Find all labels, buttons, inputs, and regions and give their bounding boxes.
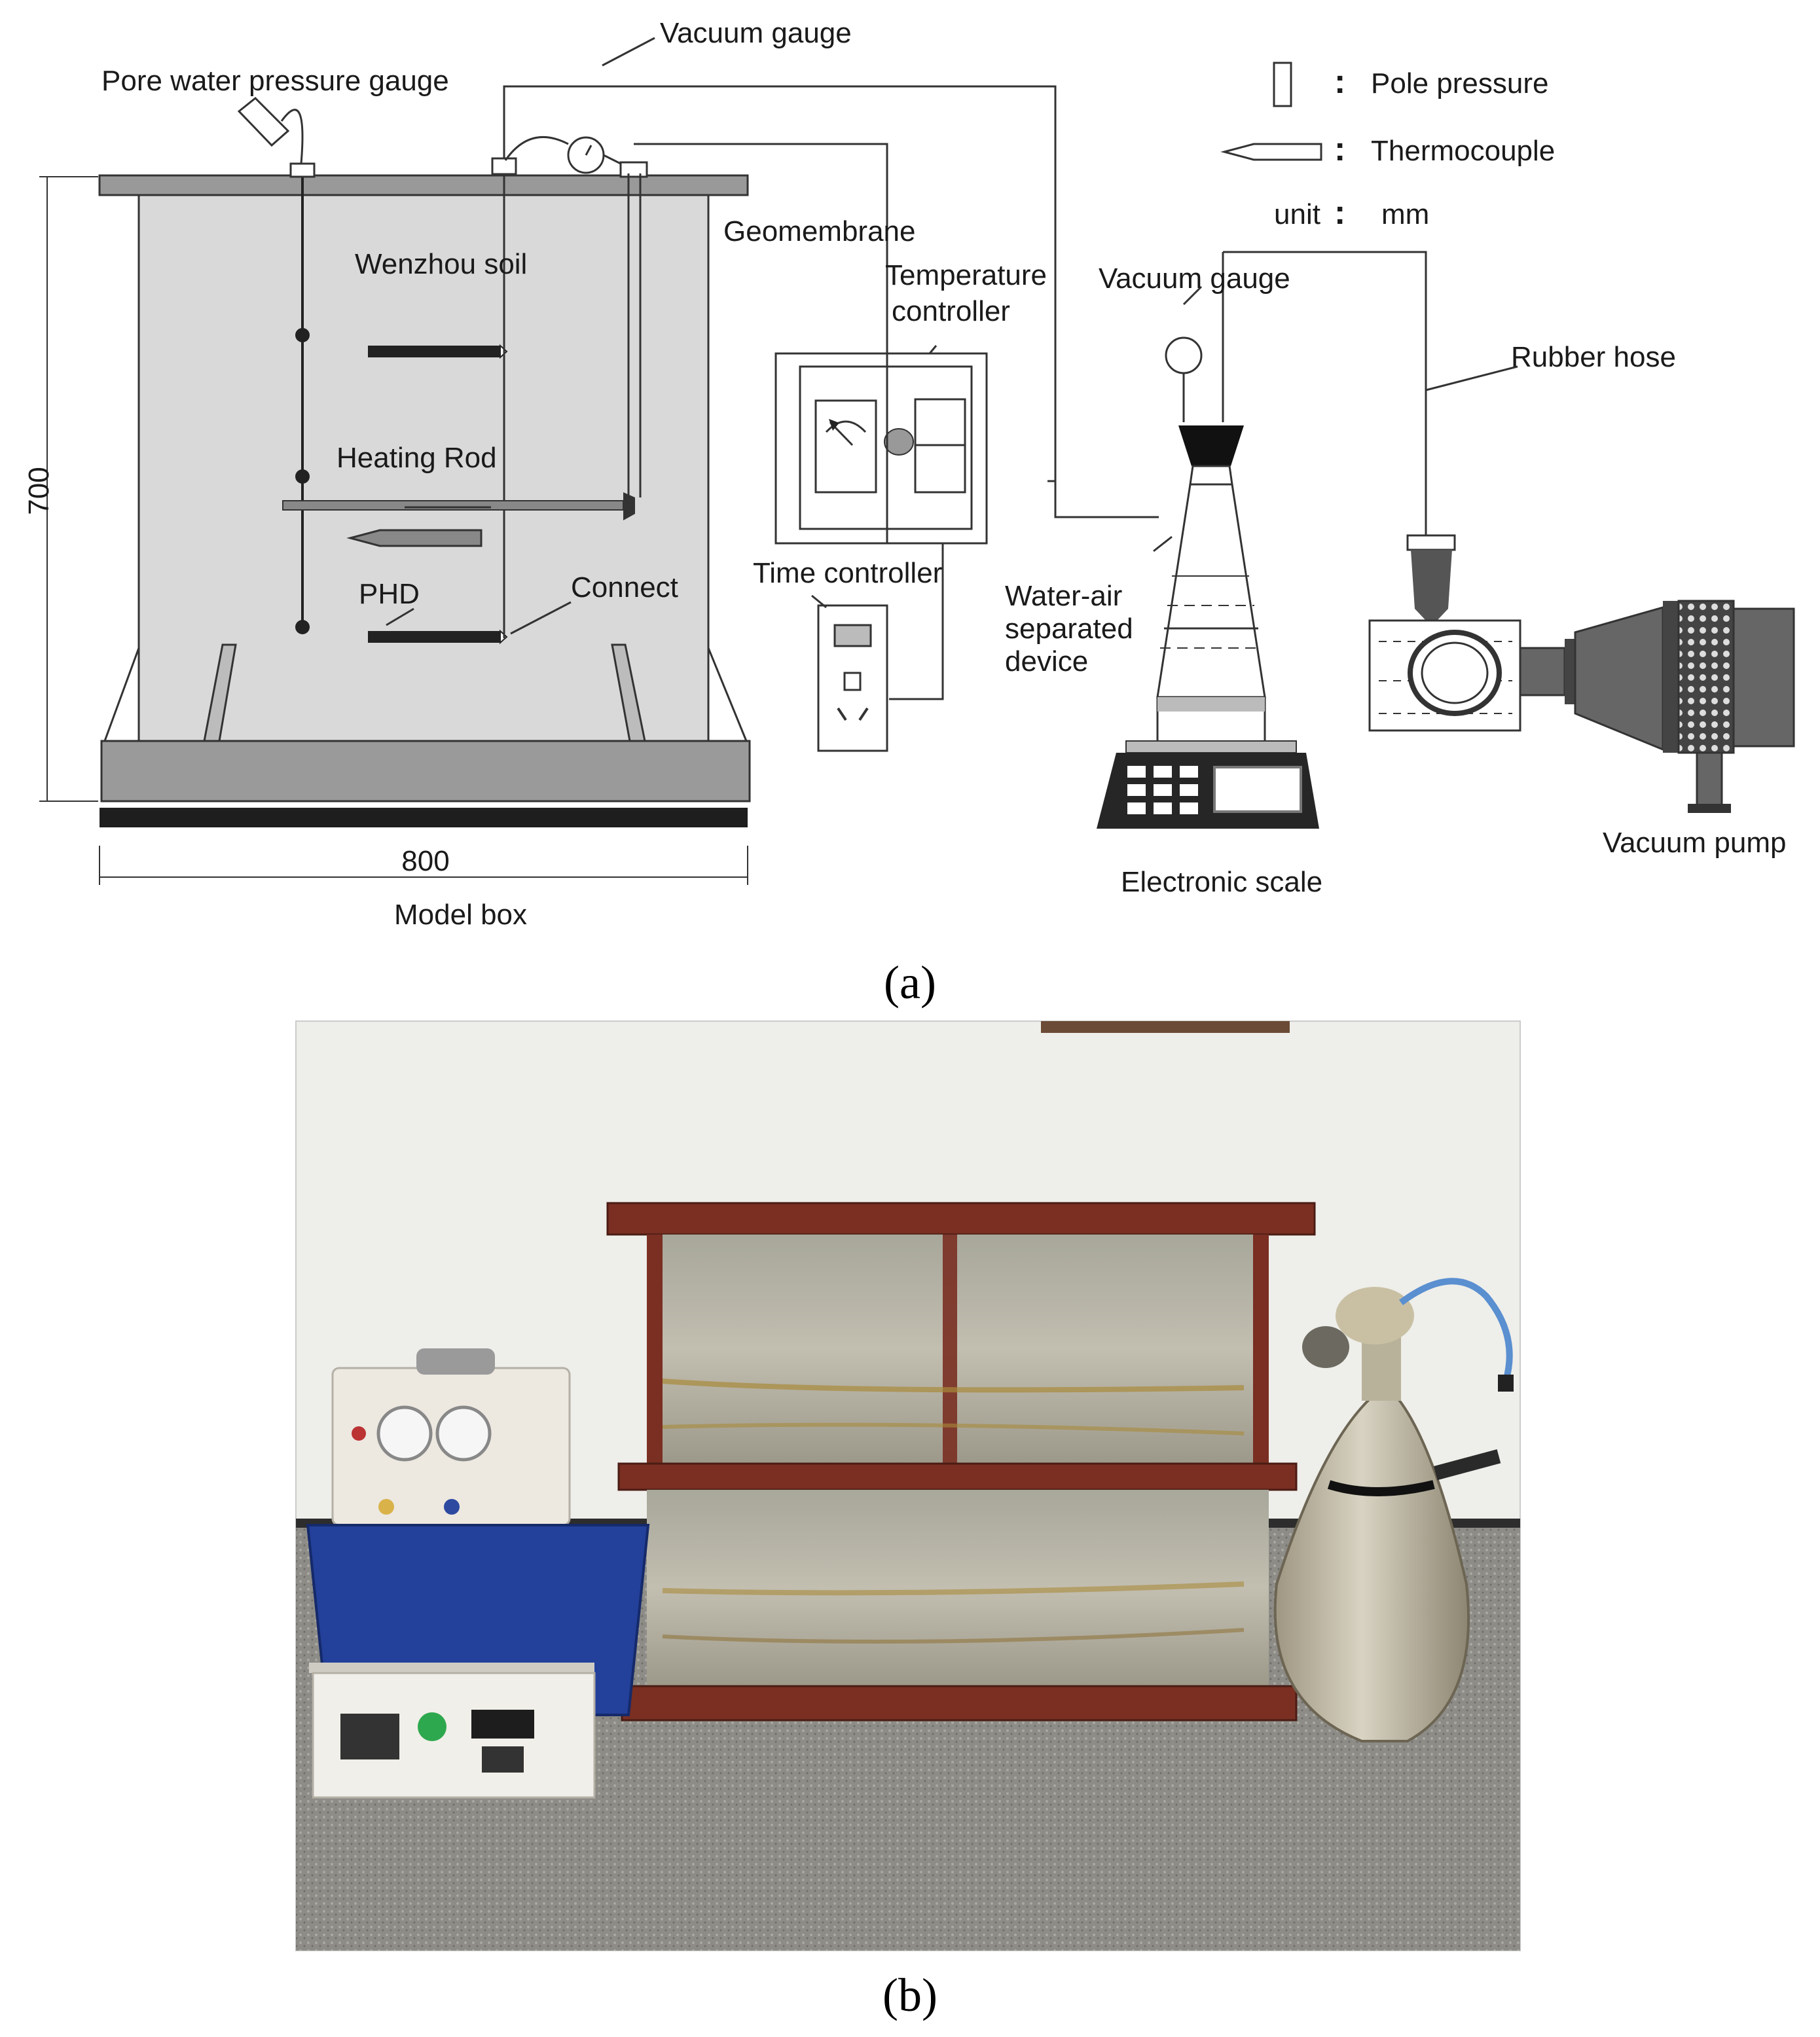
- label-wenzhou-soil: Wenzhou soil: [355, 248, 527, 280]
- legend-pole-pressure-symbol: [1273, 62, 1292, 107]
- water-air-separated-device: [1153, 251, 1427, 748]
- electronic-scale: [1097, 740, 1319, 829]
- panel-b-photo: [295, 1020, 1521, 1951]
- label-vacuum-pump: Vacuum pump: [1603, 827, 1786, 859]
- label-vacuum-gauge-right: Vacuum gauge: [1099, 262, 1290, 295]
- label-electronic-scale: Electronic scale: [1121, 866, 1322, 898]
- legend-pole-pressure: Pole pressure: [1371, 67, 1548, 99]
- label-geomembrane: Geomembrane: [723, 215, 915, 247]
- legend-colon-1: :: [1334, 63, 1345, 101]
- label-vacuum-gauge-top: Vacuum gauge: [660, 17, 852, 49]
- label-phd: PHD: [359, 578, 420, 610]
- label-water-air-1: Water-air: [1005, 580, 1122, 612]
- model-box: [98, 157, 751, 827]
- label-water-air-2: separated: [1005, 613, 1133, 645]
- photo-model-box: [606, 1202, 1316, 1722]
- legend-unit-label: unit: [1274, 198, 1320, 230]
- label-temperature-controller-1: Temperature: [885, 259, 1047, 291]
- label-temperature-controller-2: controller: [892, 295, 1010, 327]
- label-rubber-hose: Rubber hose: [1511, 341, 1676, 373]
- temperature-controller: [774, 345, 988, 545]
- pore-pressure-sensor-3: [295, 620, 310, 634]
- pore-pressure-sensor-1: [295, 328, 310, 342]
- legend-unit-value: mm: [1381, 198, 1429, 230]
- phd-lower: [368, 631, 500, 643]
- dim-height-label: 700: [23, 467, 55, 514]
- vacuum-pump: [1368, 365, 1795, 813]
- thermocouple-probe: [346, 529, 482, 547]
- panel-a-schematic: 700 800 Pore water pressure gauge Vacuum…: [23, 17, 1795, 931]
- dim-width-label: 800: [401, 845, 449, 877]
- time-controller: [811, 353, 944, 752]
- legend-thermocouple-symbol: [1220, 143, 1322, 161]
- phd-upper: [368, 346, 500, 357]
- vacuum-gauge-right: [1165, 336, 1203, 374]
- legend-colon-3: :: [1334, 194, 1345, 232]
- label-heating-rod: Heating Rod: [337, 442, 497, 474]
- label-connect: Connect: [571, 571, 678, 604]
- pore-water-gauge-head: [237, 96, 304, 164]
- vacuum-gauge-top: [504, 37, 655, 174]
- label-model-box: Model box: [394, 899, 527, 931]
- dimension-height: 700: [23, 176, 98, 802]
- legend: : Pole pressure : Thermocouple unit : mm: [1220, 62, 1555, 232]
- heating-rod: [282, 500, 624, 511]
- label-time-controller: Time controller: [753, 557, 942, 589]
- caption-a: (a): [884, 956, 936, 1009]
- caption-b: (b): [883, 1969, 937, 2021]
- dimension-width: 800: [99, 845, 748, 885]
- pore-pressure-sensor-2: [295, 469, 310, 484]
- label-water-air-3: device: [1005, 645, 1088, 677]
- legend-colon-2: :: [1334, 130, 1345, 168]
- legend-thermocouple: Thermocouple: [1371, 135, 1555, 167]
- photo-flask: [1273, 1278, 1514, 1742]
- photo-controller-box: [309, 1663, 596, 1799]
- label-pore-water-pressure-gauge: Pore water pressure gauge: [101, 65, 449, 97]
